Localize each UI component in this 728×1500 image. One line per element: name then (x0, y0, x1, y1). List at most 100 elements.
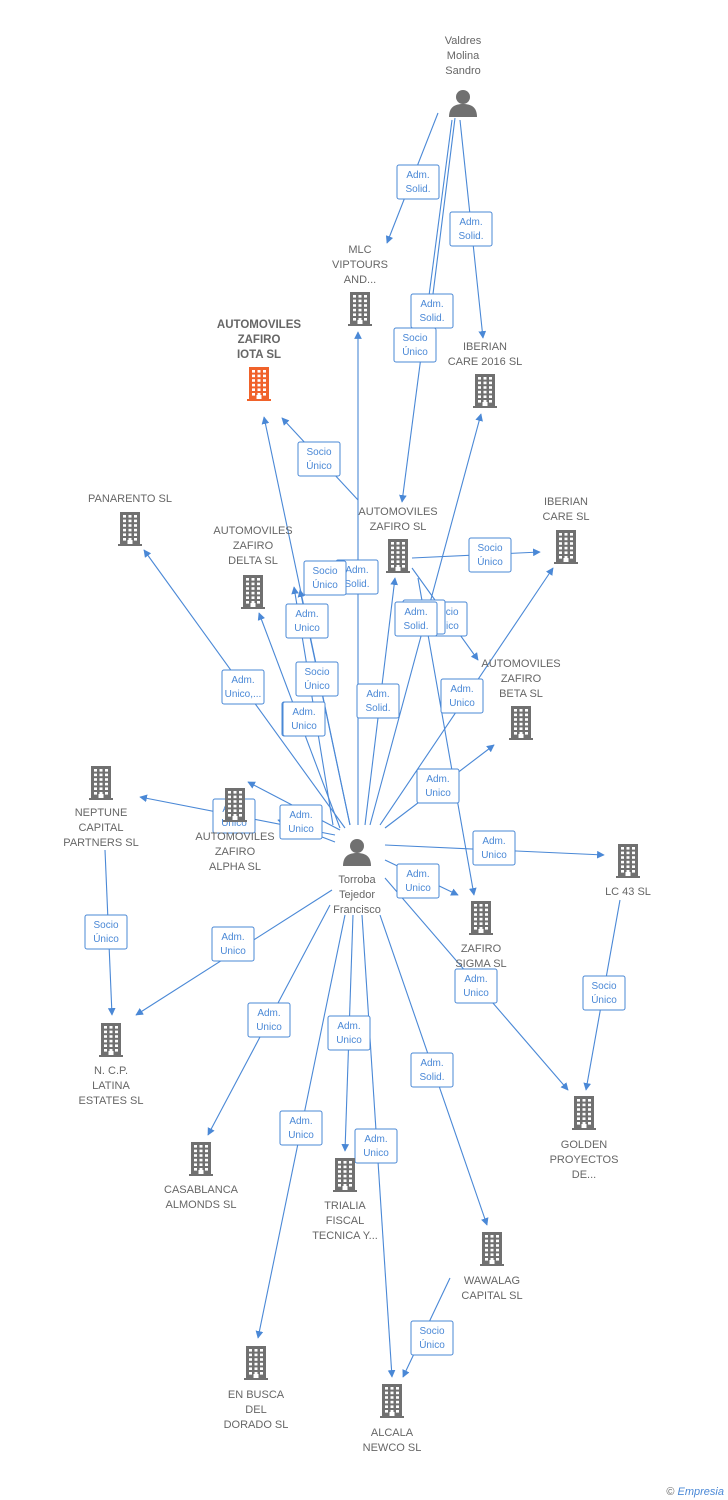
building-icon (380, 1384, 404, 1418)
building-icon (333, 1158, 357, 1192)
edge-label-box (327, 1015, 371, 1051)
building-icon (244, 1346, 268, 1380)
node-label: AND... (344, 274, 376, 286)
edge-label-text: Unico (288, 1130, 314, 1141)
edge-label-text: Adm. (364, 1134, 387, 1145)
edge-label-text: Adm. (289, 1116, 312, 1127)
node-label: AUTOMOVILES (358, 506, 437, 518)
node-label: ESTATES SL (78, 1095, 143, 1107)
edge-label: Adm.Unico (354, 1128, 398, 1164)
edge-label-text: Unico (220, 946, 246, 957)
node-label: CARE 2016 SL (448, 356, 523, 368)
edge-label: Adm.Unico (440, 678, 484, 714)
edge-label-text: Adm. (406, 170, 429, 181)
node-golden[interactable]: GOLDEN PROYECTOS DE... (550, 1096, 619, 1181)
node-label: Molina (447, 50, 480, 62)
node-label: BETA SL (499, 688, 543, 700)
edge-label-text: Unico (405, 883, 431, 894)
edge-label-text: Único (312, 578, 338, 591)
edge-label-box (295, 661, 339, 697)
edge-label-box (454, 968, 498, 1004)
edge-label: Adm.Unico (327, 1015, 371, 1051)
node-label: DORADO SL (224, 1419, 289, 1431)
edge-label-text: Socio (591, 981, 616, 992)
edge-label-text: Solid. (365, 703, 390, 714)
node-lc43[interactable]: LC 43 SL (605, 844, 651, 898)
node-label: GOLDEN (561, 1139, 608, 1151)
edge-label-text: Unico,... (225, 689, 262, 700)
edge-label-text: Adm. (426, 774, 449, 785)
edge-labels-layer: Adm.Solid.Adm.Solid.Adm.Solid.SocioÚnico… (84, 164, 626, 1356)
edge-label: Adm.Unico (247, 1002, 291, 1038)
node-label: ZAFIRO (461, 943, 502, 955)
building-icon (118, 512, 142, 546)
edge-label-box (410, 1320, 454, 1356)
building-icon (473, 374, 497, 408)
node-label: CAPITAL SL (461, 1290, 522, 1302)
edge-label-text: Unico (294, 623, 320, 634)
edge-label-text: Adm. (292, 707, 315, 718)
highlighted-building-icon (247, 367, 271, 401)
edge-label-box (279, 1110, 323, 1146)
edge-label-box (297, 441, 341, 477)
brand-name: Empresia (677, 1486, 724, 1498)
building-icon (386, 539, 410, 573)
edge-label-text: Adm. (366, 689, 389, 700)
node-label: WAWALAG (464, 1275, 520, 1287)
building-icon (509, 706, 533, 740)
node-label: Tejedor (339, 889, 375, 901)
node-label: PARTNERS SL (63, 837, 138, 849)
edge-label-text: Único (93, 932, 119, 945)
edge-label-box (285, 603, 329, 639)
node-label: FISCAL (326, 1215, 365, 1227)
node-label: LATINA (92, 1080, 130, 1092)
node-wawalag[interactable]: WAWALAG CAPITAL SL (461, 1232, 523, 1302)
edge-label: Adm.Unico (279, 804, 323, 840)
node-label: Francisco (333, 904, 381, 916)
node-label: TRIALIA (324, 1200, 366, 1212)
edge-label-text: Único (402, 345, 428, 358)
node-label: PROYECTOS (550, 1154, 619, 1166)
edge-label-box (221, 669, 265, 705)
edge-valdres-mlc (427, 117, 456, 319)
edge-label-text: Adm. (295, 609, 318, 620)
edge-label-text: Adm. (464, 974, 487, 985)
node-label: DE... (572, 1169, 596, 1181)
edge-label-text: Solid. (403, 621, 428, 632)
edge-label: Adm.Unico (282, 701, 326, 737)
node-label: NEPTUNE (75, 807, 128, 819)
edge-label: Adm.Solid. (396, 164, 440, 200)
edge-label: Adm.Solid. (449, 211, 493, 247)
edge-label-box (247, 1002, 291, 1038)
edge-label-text: Adm. (289, 810, 312, 821)
edge-label-box (354, 1128, 398, 1164)
node-mlc[interactable]: MLCVIPTOURSAND... (332, 244, 388, 326)
edge-label-text: Adm. (337, 1021, 360, 1032)
edge-label-text: Único (419, 1338, 445, 1351)
node-panarento[interactable]: PANARENTO SL (88, 493, 172, 546)
building-icon (223, 788, 247, 822)
building-icon (616, 844, 640, 878)
node-label: ALPHA SL (209, 861, 261, 873)
